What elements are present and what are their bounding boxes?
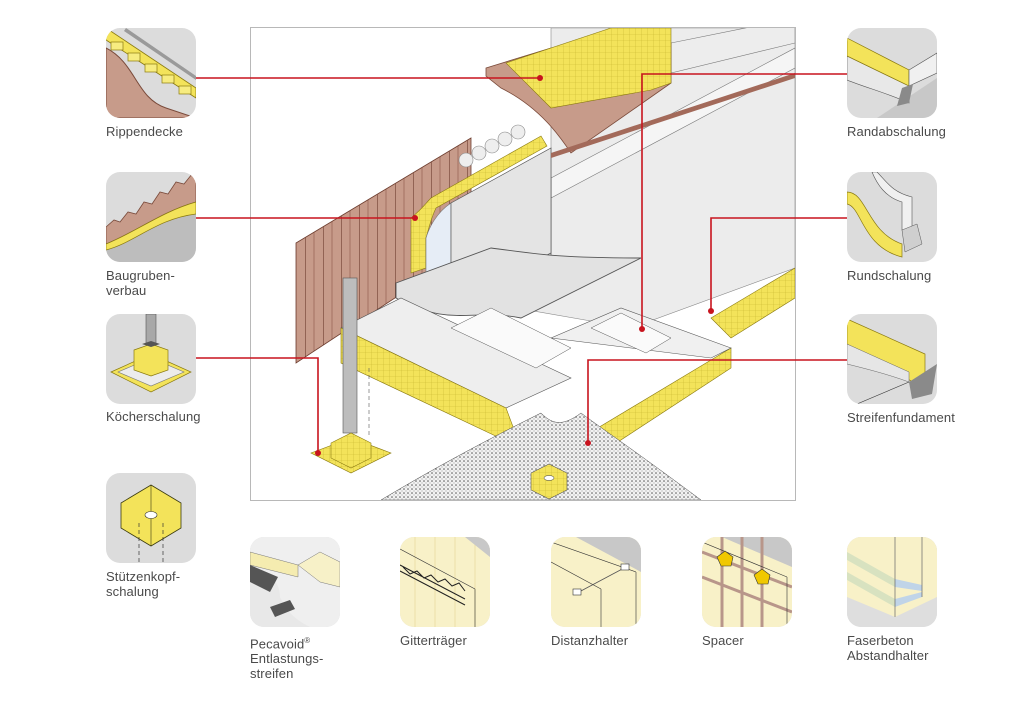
lattice-girder-icon[interactable] [400,537,490,627]
label-faserbeton: Faserbeton Abstandhalter [847,633,929,663]
label-baugrubenverbau: Baugruben- verbau [106,268,175,298]
relief-strip-icon[interactable] [250,537,340,627]
column-head-formwork-icon[interactable] [106,473,196,563]
registered-mark: ® [304,636,311,645]
column-head-box [530,463,568,500]
strip-foundation-icon[interactable] [847,314,937,404]
label-randabschalung: Randabschalung [847,124,946,139]
floor-plate [395,247,642,319]
label-distanzhalter: Distanzhalter [551,633,629,648]
gravel-ground [380,412,702,500]
precast-column [342,277,358,434]
spacer-icon[interactable] [702,537,792,627]
excavation-shoring-icon[interactable] [106,172,196,262]
label-koecherschalung: Köcherschalung [106,409,201,424]
pocket-formwork-icon[interactable] [106,314,196,404]
ribbed-slab-icon[interactable] [106,28,196,118]
construction-site-illustration [250,27,796,501]
label-spacer: Spacer [702,633,744,648]
label-rundschalung: Rundschalung [847,268,932,283]
bored-piles [458,124,526,168]
pecavoid-subtitle: Entlastungs- streifen [250,651,324,682]
edge-formwork-icon[interactable] [847,28,937,118]
label-stuetzenkopfschalung: Stützenkopf- schalung [106,569,181,599]
fiber-concrete-spacer-icon[interactable] [847,537,937,627]
curved-formwork-icon[interactable] [847,172,937,262]
pecavoid-name: Pecavoid [250,636,305,652]
label-rippendecke: Rippendecke [106,124,183,139]
label-pecavoid: Pecavoid® Entlastungs- streifen [250,633,323,681]
distance-holder-icon[interactable] [551,537,641,627]
label-gittertraeger: Gitterträger [400,633,467,648]
label-streifenfundament: Streifenfundament [847,410,955,425]
